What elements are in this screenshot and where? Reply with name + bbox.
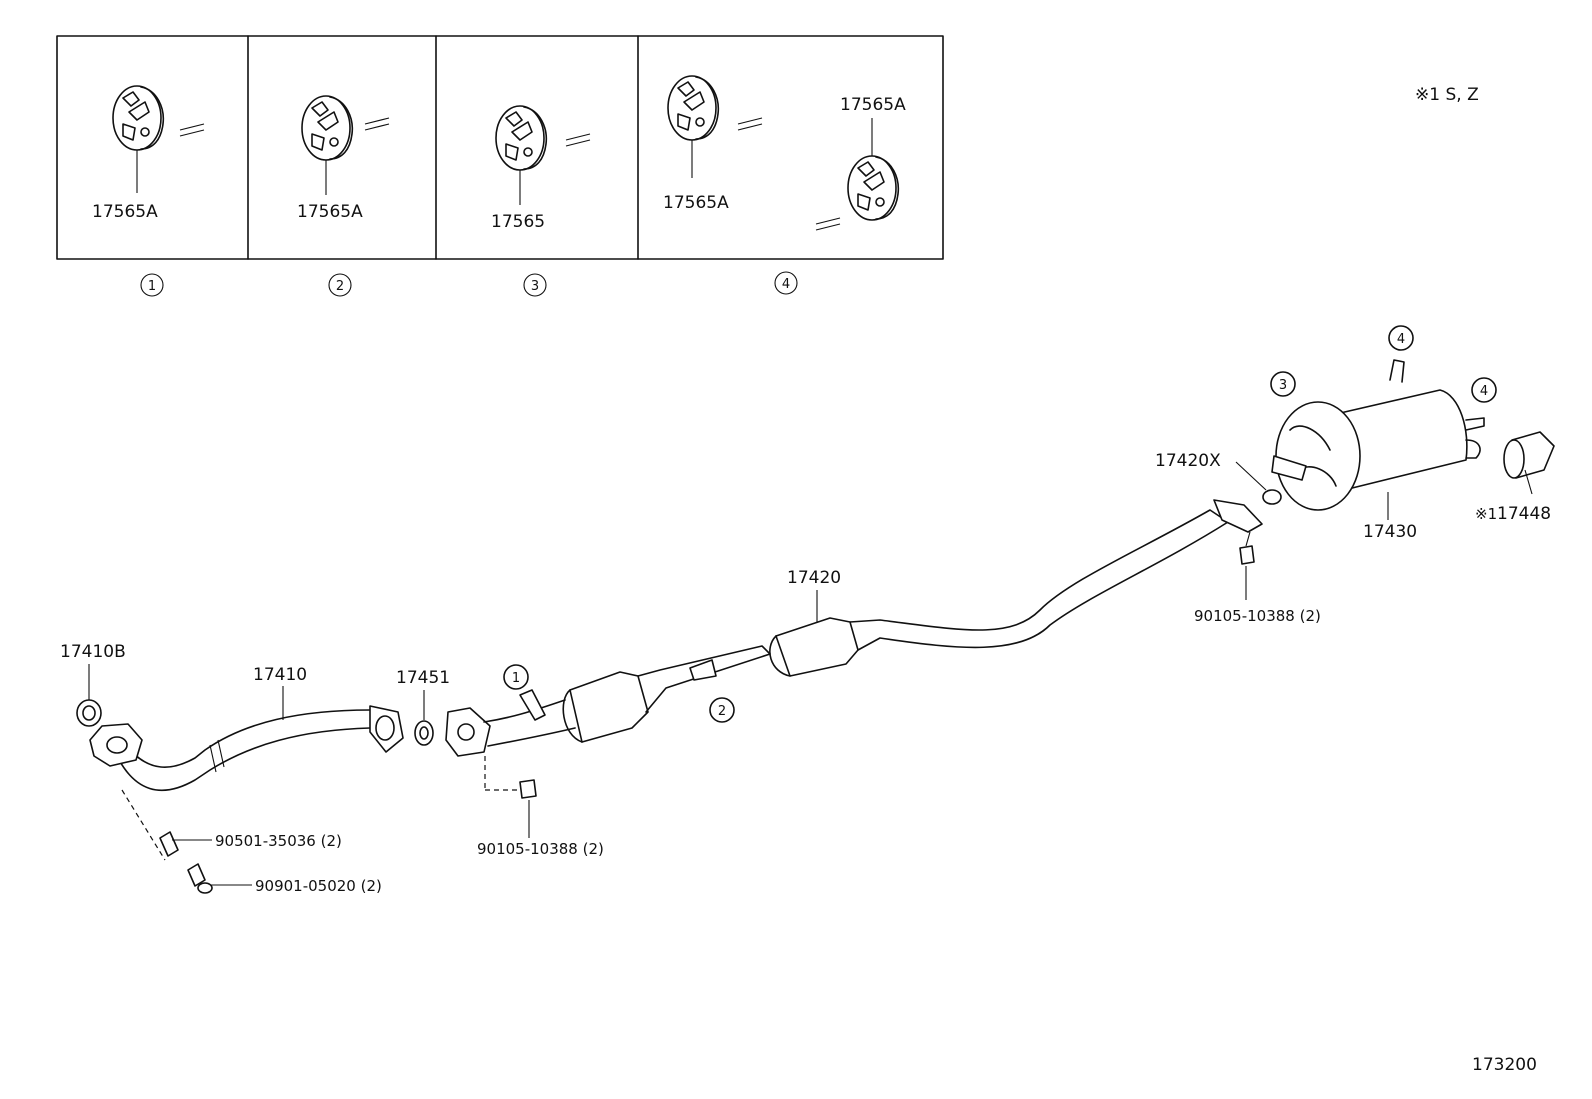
inset-3: 17565 3 (491, 105, 591, 297)
tail-pipe-label: 17430 (1363, 522, 1417, 542)
rubber-hanger-icon (667, 75, 720, 141)
hanger-pin-icon (737, 117, 763, 131)
callout-circle (140, 273, 164, 297)
inset-4-part-label-right: 17565A (840, 95, 906, 115)
svg-text:4: 4 (1480, 384, 1488, 399)
inset-3-part-label: 17565 (491, 212, 545, 232)
bolt-front-label: 90901-05020 (2) (255, 877, 382, 895)
figure-code: 173200 (1472, 1055, 1537, 1075)
inset-1-number: 1 (148, 279, 156, 294)
callout-circle (328, 273, 352, 297)
svg-text:3: 3 (1279, 378, 1287, 393)
center-pipe-17420 (445, 499, 1263, 757)
rubber-hanger-icon (847, 155, 900, 221)
callout-circle (523, 273, 547, 297)
inset-3-number: 3 (531, 279, 539, 294)
bolt-icon (187, 863, 213, 894)
gasket-17451-icon (414, 720, 434, 746)
bolt-icon (519, 779, 537, 799)
hanger-pin-icon (815, 217, 841, 231)
bolt-icon (1239, 531, 1255, 565)
applicability-note: ※1 S, Z (1415, 85, 1479, 105)
hanger-inset-panel (56, 35, 944, 260)
tail-tip-icon (1503, 431, 1555, 479)
inset-1: 17565A 1 (92, 85, 205, 297)
gasket-17420x-label: 17420X (1155, 451, 1221, 471)
callout-2: 2 (709, 697, 735, 723)
inset-1-part-label: 17565A (92, 202, 158, 222)
gasket-17410b-label: 17410B (60, 642, 126, 662)
callout-circle (774, 271, 798, 295)
callout-1: 1 (503, 664, 529, 690)
callout-3: 3 (1270, 371, 1296, 397)
muffler-17430 (1271, 359, 1485, 511)
inset-2: 17565A 2 (297, 95, 390, 297)
center-pipe-label: 17420 (787, 568, 841, 588)
hanger-pin-icon (179, 123, 205, 137)
bolt-rear-label: 90105-10388 (2) (1194, 607, 1321, 625)
rubber-hanger-icon (301, 95, 354, 161)
hanger-pin-icon (565, 133, 591, 147)
front-pipe-17410 (89, 705, 404, 792)
callout-4-right: 4 (1471, 377, 1497, 403)
gasket-17410b-icon (76, 699, 102, 727)
rubber-hanger-icon (112, 85, 165, 151)
inset-2-part-label: 17565A (297, 202, 363, 222)
gasket-17420x-icon (1262, 489, 1282, 505)
front-pipe-label: 17410 (253, 665, 307, 685)
bolt-center-label: 90105-10388 (2) (477, 840, 604, 858)
inset-4: 17565A 17565A 4 (663, 75, 906, 295)
hanger-pin-icon (364, 117, 390, 131)
svg-text:2: 2 (718, 704, 726, 719)
svg-text:1: 1 (512, 671, 520, 686)
rubber-hanger-icon (495, 105, 548, 171)
stud-icon (159, 831, 179, 857)
inset-4-number: 4 (782, 277, 790, 292)
svg-text:4: 4 (1397, 332, 1405, 347)
inset-2-number: 2 (336, 279, 344, 294)
gasket-17451-label: 17451 (396, 668, 450, 688)
inset-4-part-label-left: 17565A (663, 193, 729, 213)
callout-4-top: 4 (1388, 325, 1414, 351)
tip-mark: ※1 (1475, 505, 1497, 523)
stud-label: 90501-35036 (2) (215, 832, 342, 850)
tip-label: 17448 (1497, 504, 1551, 524)
